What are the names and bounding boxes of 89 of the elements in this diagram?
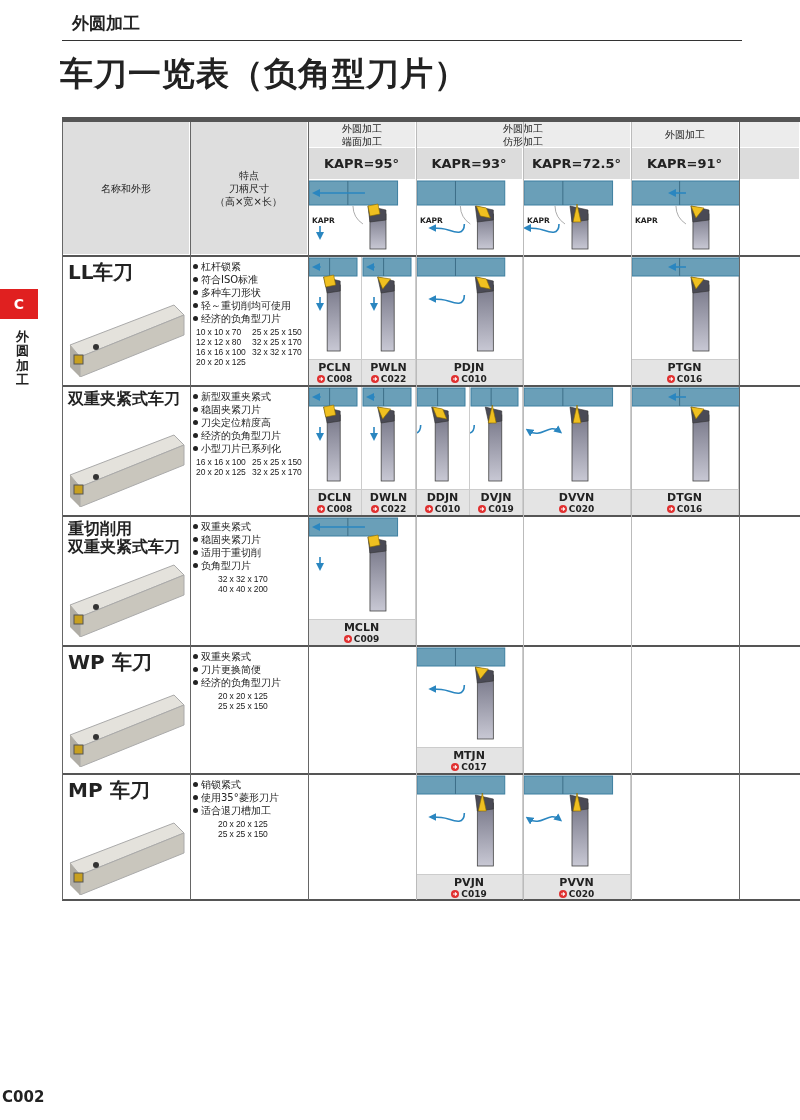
operation-header: 外圆加工 <box>341 121 382 135</box>
shank-size: 25 x 25 x 150 <box>218 829 268 839</box>
holder-code: DTGN <box>667 491 702 504</box>
tool-type-name: LL车刀 <box>68 259 134 286</box>
feature-item: 杠杆锁紧 <box>201 260 241 273</box>
feature-item: 双重夹紧式 <box>201 650 251 663</box>
page-reference: C019 <box>461 888 487 899</box>
approach-angle: KAPR=72.5° <box>531 156 622 171</box>
holder-code: DWLN <box>369 491 408 504</box>
operation-header: 端面加工 <box>341 134 382 148</box>
tool-type-name: 双重夹紧式车刀 <box>68 537 180 558</box>
tool-type-name: 重切削用 <box>68 519 132 538</box>
page-reference: C020 <box>568 888 595 899</box>
approach-angle: KAPR=93° <box>431 156 507 171</box>
page-reference: C010 <box>434 503 461 514</box>
holder-code: PTGN <box>667 361 702 374</box>
holder-code: PDJN <box>453 361 485 374</box>
feature-item: 小型刀片已系列化 <box>201 442 281 455</box>
feature-item: 适用于重切削 <box>201 546 261 559</box>
holder-code: PVJN <box>454 876 484 889</box>
chapter-label: 外圆加工 <box>16 330 29 388</box>
page-reference: C016 <box>676 373 703 384</box>
feature-item: 经济的负角型刀片 <box>201 429 281 442</box>
approach-angle: KAPR=91° <box>646 156 723 171</box>
page-number: C002 <box>2 1088 45 1106</box>
shank-size: 32 x 25 x 170 <box>252 337 302 347</box>
approach-angle: KAPR=95° <box>323 156 400 171</box>
feature-item: 稳固夹紧刀片 <box>201 403 261 416</box>
page-reference: C008 <box>326 373 353 384</box>
column-header: （高×宽×长） <box>215 194 282 208</box>
feature-item: 新型双重夹紧式 <box>201 390 271 403</box>
shank-size: 25 x 25 x 150 <box>252 457 302 467</box>
shank-size: 32 x 32 x 170 <box>218 574 268 584</box>
shank-size: 20 x 20 x 125 <box>218 691 268 701</box>
feature-item: 稳固夹紧刀片 <box>201 533 261 546</box>
holder-code: PCLN <box>318 361 351 374</box>
shank-size: 25 x 25 x 150 <box>218 701 268 711</box>
column-header: 名称和外形 <box>100 181 151 195</box>
feature-item: 经济的负角型刀片 <box>201 312 281 325</box>
operation-header: 仿形加工 <box>503 134 543 148</box>
feature-item: 负角型刀片 <box>201 559 251 572</box>
shank-size: 20 x 20 x 125 <box>196 357 246 367</box>
feature-item: 刀片更换简便 <box>201 663 261 676</box>
holder-code: MCLN <box>343 621 380 634</box>
feature-item: 轻～重切削均可使用 <box>201 299 291 312</box>
column-header: 刀柄尺寸 <box>228 181 269 195</box>
shank-size: 16 x 16 x 100 <box>196 457 246 467</box>
shank-size: 32 x 25 x 170 <box>252 467 302 477</box>
holder-code: PWLN <box>370 361 407 374</box>
shank-size: 20 x 20 x 125 <box>218 819 268 829</box>
holder-code: MTJN <box>453 749 485 762</box>
feature-item: 符合ISO标准 <box>201 273 259 286</box>
feature-item: 适合退刀槽加工 <box>201 804 271 817</box>
operation-header: 外圆加工 <box>664 128 705 141</box>
feature-item: 多种车刀形状 <box>201 286 261 299</box>
page-reference: C020 <box>568 503 595 514</box>
holder-code: DVJN <box>480 491 512 504</box>
page-reference: C022 <box>380 503 407 514</box>
operation-header: 外圆加工 <box>503 121 543 135</box>
page-reference: C022 <box>380 373 407 384</box>
page-reference: C016 <box>676 503 703 514</box>
shank-size: 20 x 20 x 125 <box>196 467 246 477</box>
shank-size: 25 x 25 x 150 <box>252 327 302 337</box>
shank-size: 10 x 10 x 70 <box>196 327 242 337</box>
holder-code: DCLN <box>317 491 352 504</box>
shank-size: 12 x 12 x 80 <box>196 337 242 347</box>
holder-code: DDJN <box>426 491 459 504</box>
section-heading: 外圆加工 <box>72 12 140 35</box>
chapter-tab: C <box>0 289 38 319</box>
tool-type-name: MP 车刀 <box>68 777 150 804</box>
shank-size: 16 x 16 x 100 <box>196 347 246 357</box>
page-title: 车刀一览表（负角型刀片） <box>60 53 468 95</box>
shank-size: 40 x 40 x 200 <box>218 584 268 594</box>
holder-code: PVVN <box>559 876 594 889</box>
page-reference: C017 <box>461 761 487 772</box>
feature-item: 经济的负角型刀片 <box>201 676 281 689</box>
column-header: 特点 <box>238 168 259 182</box>
page-reference: C009 <box>353 633 380 644</box>
shank-size: 32 x 32 x 170 <box>252 347 302 357</box>
feature-item: 刀尖定位精度高 <box>201 416 271 429</box>
feature-item: 使用35°菱形刀片 <box>201 791 279 804</box>
holder-code: DVVN <box>558 491 595 504</box>
page-reference: C010 <box>461 373 487 384</box>
page-reference: C008 <box>326 503 353 514</box>
feature-item: 销锁紧式 <box>201 778 241 791</box>
page-reference: C019 <box>488 503 514 514</box>
tool-type-name: 双重夹紧式车刀 <box>68 389 180 410</box>
feature-item: 双重夹紧式 <box>201 520 251 533</box>
tool-type-name: WP 车刀 <box>68 649 152 676</box>
